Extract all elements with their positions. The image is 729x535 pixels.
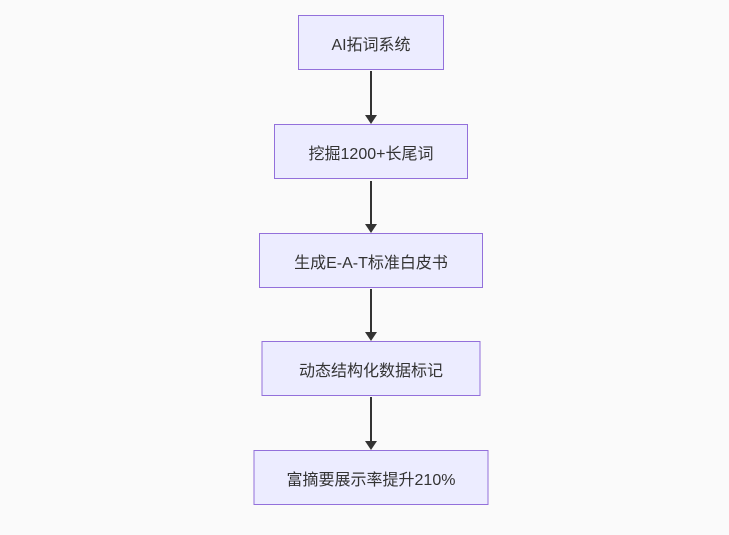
arrowhead-down-icon (365, 332, 377, 341)
flow-node-rich-snippet-result: 富摘要展示率提升210% (253, 450, 489, 505)
flow-arrow-3 (365, 289, 377, 341)
flow-node-label: 挖掘1200+长尾词 (308, 145, 434, 163)
flow-node-label: 富摘要展示率提升210% (286, 471, 456, 489)
arrowhead-down-icon (365, 224, 377, 233)
arrow-line (370, 71, 372, 116)
flow-node-eat-whitepaper: 生成E-A-T标准白皮书 (259, 233, 483, 288)
flow-arrow-2 (365, 181, 377, 233)
arrowhead-down-icon (365, 115, 377, 124)
arrow-line (370, 289, 372, 333)
flow-arrow-1 (365, 71, 377, 124)
arrow-line (370, 181, 372, 225)
flow-arrow-4 (365, 397, 377, 450)
flow-node-label: 生成E-A-T标准白皮书 (294, 254, 448, 272)
arrow-line (370, 397, 372, 442)
flow-node-label: 动态结构化数据标记 (298, 362, 443, 380)
flow-node-longtail-mining: 挖掘1200+长尾词 (274, 124, 468, 179)
flow-node-ai-word-system: AI拓词系统 (298, 15, 444, 70)
flow-node-structured-data: 动态结构化数据标记 (261, 341, 481, 396)
arrowhead-down-icon (365, 441, 377, 450)
flow-node-label: AI拓词系统 (331, 36, 411, 54)
